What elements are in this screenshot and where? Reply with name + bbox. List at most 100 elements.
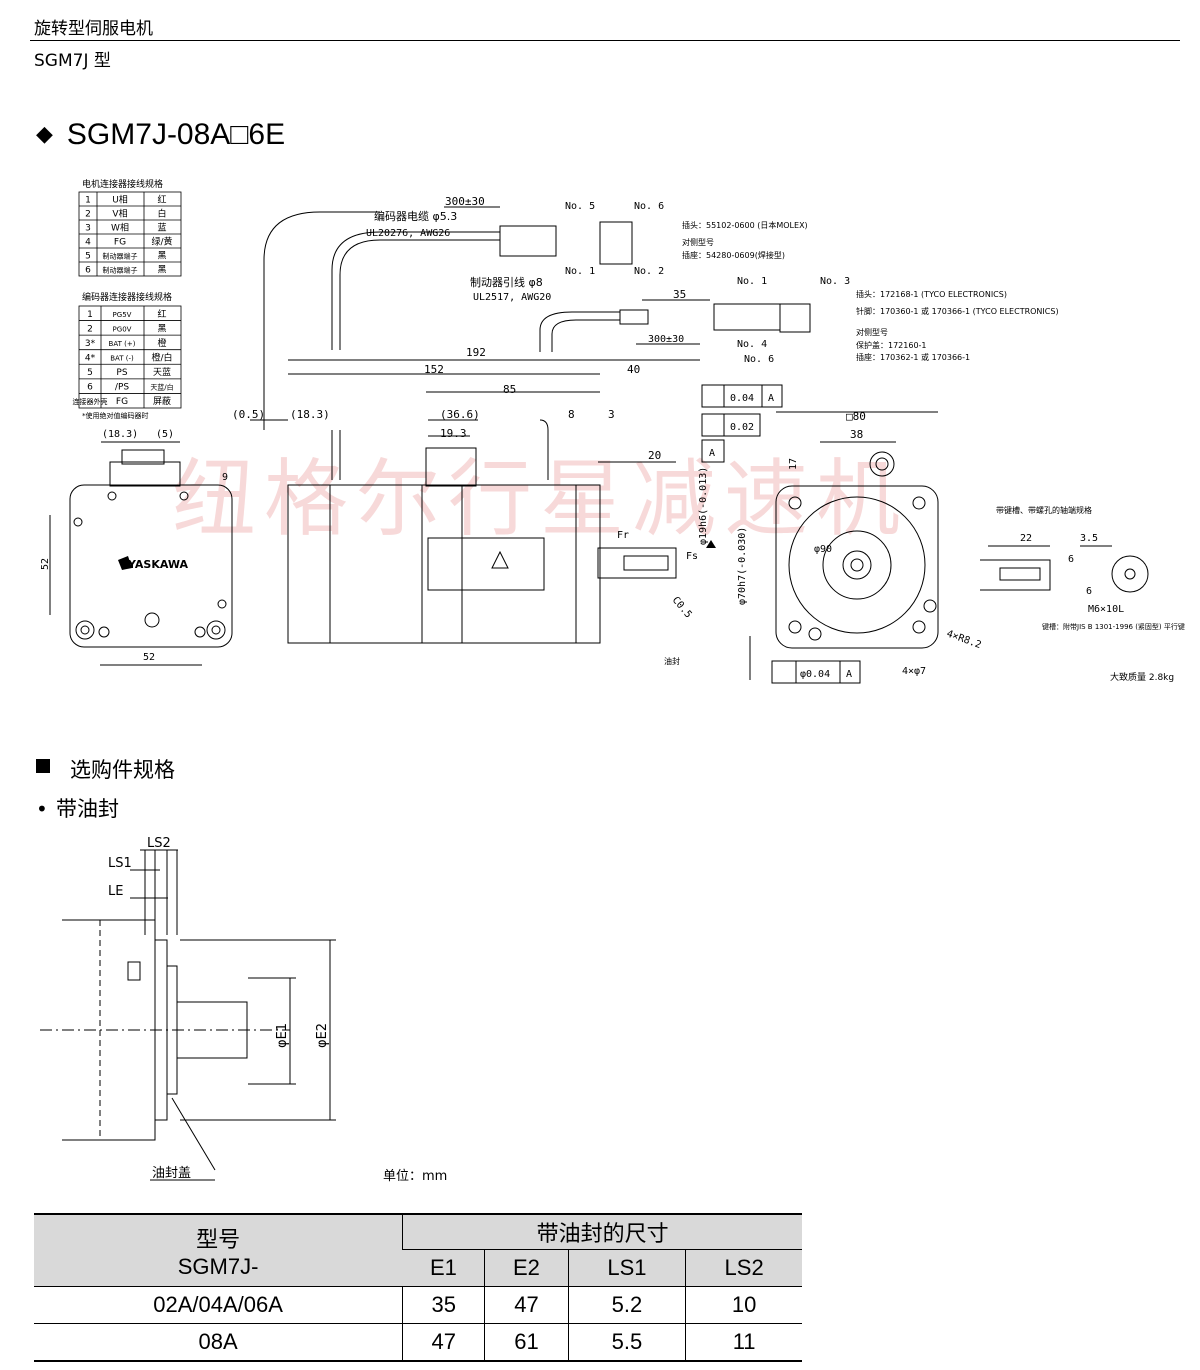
- shaft-dim-3-5: 3.5: [1080, 533, 1098, 544]
- encoder-table-cell-1-0: 2: [87, 324, 93, 334]
- front-view-connector-side: [49, 441, 233, 666]
- label-le: LE: [108, 884, 123, 899]
- dim-0-5: (0.5): [232, 408, 265, 421]
- brk-pin-6: No. 6: [744, 354, 774, 365]
- enc-pin-6: No. 6: [634, 201, 664, 212]
- table-row: 02A/04A/06A 35 47 5.2 10: [34, 1286, 802, 1324]
- encoder-cable-label: 编码器电缆 φ5.3: [374, 209, 457, 223]
- label-ls2: LS2: [147, 836, 171, 851]
- encoder-table-cell-2-1: BAT (+): [109, 340, 136, 348]
- tolerance-position: φ0.04: [800, 669, 830, 680]
- model-header: 型号 SGM7J-: [34, 1213, 403, 1287]
- motor-table-cell-3-2: 绿/黄: [151, 236, 172, 248]
- dim-chamfer: C0.5: [670, 595, 694, 621]
- brake-cable-length: 300±30: [648, 334, 684, 345]
- encoder-table-cell-6-1: FG: [116, 397, 128, 407]
- enc-pin-1: No. 1: [565, 266, 595, 277]
- col-ls2: LS2: [685, 1249, 802, 1287]
- unit-label: 单位：mm: [383, 1169, 447, 1184]
- motor-table-cell-1-0: 2: [85, 210, 91, 220]
- dim-36-6: (36.6): [440, 408, 480, 421]
- motor-table-cell-2-1: W相: [111, 222, 129, 234]
- row-model: 08A: [34, 1323, 403, 1362]
- shaft-end-title: 带键槽、带螺孔的轴端规格: [996, 505, 1092, 515]
- model-header-sub: SGM7J-: [177, 1253, 259, 1279]
- dim-192: 192: [466, 346, 486, 359]
- bullet-dot-icon: •: [36, 797, 48, 821]
- dim-8: 8: [568, 408, 575, 421]
- model-header-label: 型号: [196, 1226, 241, 1252]
- motor-table-cell-0-1: U相: [112, 194, 128, 206]
- model-title: ◆ SGM7J-08A□6E: [36, 118, 285, 152]
- encoder-connector-table: [78, 305, 182, 409]
- motor-table-cell-5-2: 黑: [157, 265, 166, 276]
- row-ls1: 5.5: [567, 1323, 686, 1362]
- dim-18-3: (18.3): [290, 408, 330, 421]
- model-name: SGM7J-08A□6E: [66, 118, 286, 151]
- encoder-table-cell-5-0: 6: [87, 383, 93, 393]
- motor-table-cell-0-0: 1: [85, 196, 91, 206]
- row-ls1: 5.2: [567, 1286, 686, 1324]
- datum-a-2: A: [709, 448, 715, 459]
- motor-table-cell-3-0: 4: [85, 238, 91, 248]
- motor-table-cell-4-0: 5: [85, 252, 91, 262]
- encoder-table-cell-1-1: PG0V: [113, 325, 132, 333]
- shaft-end-detail: [980, 545, 1149, 593]
- encoder-table-cell-5-2: 天蓝/白: [150, 383, 173, 392]
- encoder-table-cell-1-2: 黑: [157, 323, 166, 334]
- oil-seal-drawing: [40, 849, 336, 1181]
- row-ls2: 11: [685, 1323, 802, 1362]
- row-e1: 35: [402, 1286, 485, 1324]
- diamond-bullet-icon: ◆: [36, 121, 53, 146]
- col-e2: E2: [484, 1249, 569, 1287]
- dim-85: 85: [503, 383, 516, 396]
- dim-holes: 4×φ7: [902, 666, 926, 677]
- enc-pin-2: No. 2: [634, 266, 664, 277]
- encoder-table-cell-6-2: 屏蔽: [153, 395, 171, 407]
- datum-a-3: A: [846, 669, 852, 680]
- enc-pin-5: No. 5: [565, 201, 595, 212]
- shaft-thread: M6×10L: [1088, 604, 1124, 615]
- motor-table-cell-0-2: 红: [157, 194, 166, 206]
- motor-table-cell-4-1: 制动器端子: [103, 252, 138, 261]
- label-fr: Fr: [617, 530, 629, 541]
- motor-table-cell-1-2: 白: [157, 208, 166, 220]
- brake-cable-label: 制动器引线 φ8: [470, 275, 543, 289]
- label-oil-seal-cap: 油封盖: [152, 1166, 191, 1181]
- watermark: 纽格尔行星减速机: [172, 450, 908, 548]
- encoder-table-cell-3-0: 4*: [85, 353, 96, 363]
- front-view-flange: [775, 411, 939, 649]
- warning-icon: [491, 550, 509, 569]
- shaft-dim-6b: 6: [1086, 586, 1092, 597]
- brk-pin-4: No. 4: [737, 339, 767, 350]
- col-e1: E1: [402, 1249, 485, 1287]
- encoder-table-cell-2-0: 3*: [85, 339, 96, 349]
- brand-label: YASKAWA: [127, 558, 189, 571]
- encoder-cable-spec: UL20276, AWG26: [366, 228, 450, 239]
- encoder-table-cell-0-1: PG5V: [113, 311, 132, 319]
- encoder-table-cell-6-0: 连接器外壳: [73, 397, 108, 406]
- brake-cable-spec: UL2517, AWG20: [473, 292, 551, 303]
- row-e2: 61: [484, 1323, 569, 1362]
- row-e1: 47: [402, 1323, 485, 1362]
- category-title: 旋转型伺服电机: [34, 19, 153, 39]
- row-model: 02A/04A/06A: [34, 1286, 403, 1324]
- label-e1: φE1: [275, 1023, 290, 1048]
- encoder-table-cell-4-1: PS: [116, 368, 127, 378]
- encoder-table-cell-0-2: 红: [157, 308, 166, 320]
- motor-table-cell-4-2: 黑: [157, 251, 166, 262]
- dim-front-9: 9: [222, 472, 228, 483]
- approx-mass: 大致质量 2.8kg: [1110, 671, 1174, 683]
- label-oil-seal: 油封: [664, 656, 680, 666]
- dim-shaft: φ19h6(-0.013): [698, 467, 709, 545]
- brk-cover-spec: 保护盖：172160-1: [856, 340, 927, 350]
- enc-mating-spec: 插座：54280-0609(焊接型): [682, 250, 785, 260]
- dim-spigot: φ70h7(-0.030): [737, 527, 748, 605]
- motor-table-cell-5-0: 6: [85, 266, 91, 276]
- dim-front-18-3: (18.3): [102, 429, 138, 440]
- dim-40: 40: [627, 363, 640, 376]
- row-ls2: 10: [685, 1286, 802, 1324]
- tolerance-runout: 0.02: [730, 422, 754, 433]
- dim-19-3: 19.3: [440, 427, 467, 440]
